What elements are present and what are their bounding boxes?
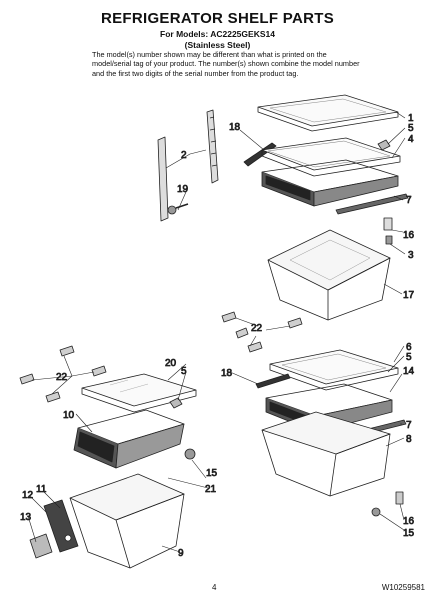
callout-16b: 16: [403, 516, 415, 527]
clip-16b: [371, 491, 404, 517]
callout-10: 10: [63, 410, 75, 421]
document-number: W10259581: [381, 583, 425, 592]
glass-shelf-6: [269, 349, 399, 391]
callout-4: 4: [408, 134, 414, 145]
clip-5a: [377, 139, 391, 151]
glass-shelf-top: [257, 94, 399, 132]
callout-5a: 5: [408, 123, 414, 134]
callout-2: 2: [181, 150, 187, 161]
screw-19: [167, 203, 189, 215]
callout-15a: 15: [206, 468, 218, 479]
callout-5c: 5: [181, 366, 187, 377]
callout-19: 19: [177, 184, 189, 195]
callout-22a: 22: [251, 323, 263, 334]
crisper-cover-frame: [261, 137, 401, 177]
drawer-frame-10: [73, 409, 185, 469]
callout-11: 11: [36, 484, 47, 495]
clip-15a: [184, 448, 196, 460]
callout-14: 14: [403, 366, 415, 377]
glass-shelf-20: [81, 373, 197, 413]
drawer-slide-frame: [261, 159, 399, 207]
callout-18a: 18: [229, 122, 241, 133]
callout-7a: 7: [406, 195, 412, 206]
callout-17: 17: [403, 290, 415, 301]
callout-5b: 5: [406, 352, 412, 363]
finish-label: (Stainless Steel): [184, 40, 251, 50]
callout-15b: 15: [403, 528, 415, 539]
rail-7a: [335, 193, 409, 215]
callout-1: 1: [408, 113, 414, 124]
callout-16a: 16: [403, 230, 415, 241]
crisper-drawer-8: [261, 411, 391, 497]
callout-13: 13: [20, 512, 32, 523]
callout-7b: 7: [406, 420, 412, 431]
callout-12: 12: [22, 490, 34, 501]
callout-9: 9: [178, 548, 184, 559]
shelf-hanger-2: [157, 109, 219, 222]
callout-21: 21: [205, 484, 217, 495]
humidity-control-11-12-13: [29, 499, 79, 559]
callout-22b: 22: [56, 372, 68, 383]
page-title: REFRIGERATOR SHELF PARTS: [100, 10, 335, 27]
crisper-drawer-9: [69, 473, 185, 569]
callout-20: 20: [165, 358, 177, 369]
callout-6: 6: [406, 342, 412, 353]
clips-22b: [19, 345, 107, 403]
model-number: For Models: AC2225GEKS14: [160, 29, 275, 39]
model-note: The model(s) number shown may be differe…: [92, 50, 360, 78]
callout-3: 3: [408, 250, 414, 261]
clip-16a: [383, 217, 393, 245]
callout-8: 8: [406, 434, 412, 445]
page-number: 4: [212, 583, 217, 592]
leader-lines: [27, 111, 406, 553]
callouts: 1 5 4 18 2 19 7 16 3 17 22 6 5 14 18 7 8…: [20, 113, 415, 560]
small-clip-5: [169, 397, 183, 409]
crisper-drawer-17: [267, 229, 391, 321]
callout-18b: 18: [221, 368, 233, 379]
shelf-trim-18b: [255, 373, 291, 389]
